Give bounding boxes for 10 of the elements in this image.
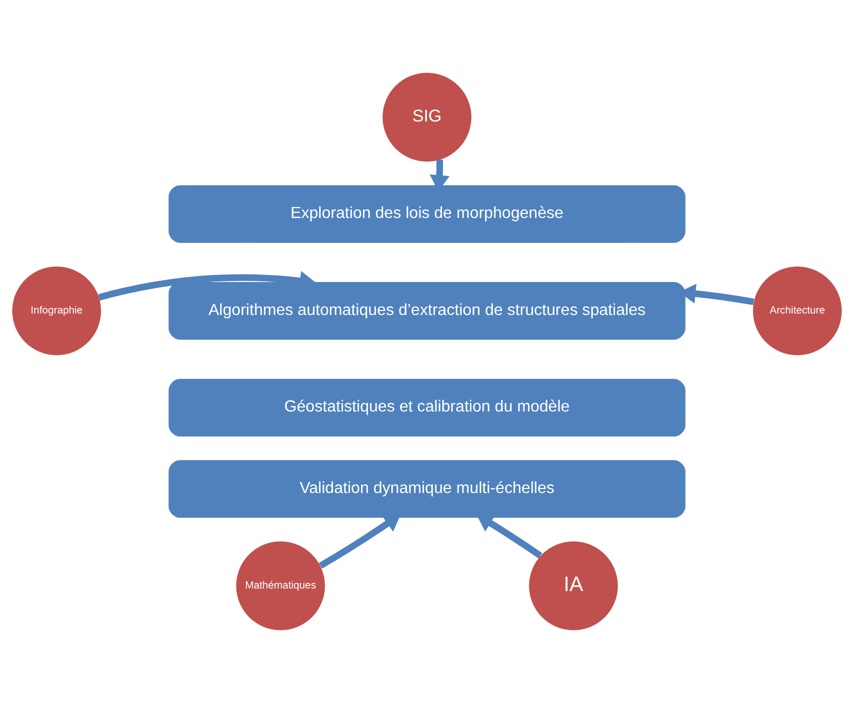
node-box: Exploration des lois de morphogenèse [168, 184, 686, 242]
node-box: Algorithmes automatiques d’extraction de structures spatiales [168, 282, 686, 340]
node-box: Validation dynamique multi-échelles [168, 460, 686, 518]
node-box: Géostatistiques et calibration du modèle [168, 378, 686, 436]
node-circle: Architecture [752, 266, 842, 355]
node-circle: Infographie [12, 266, 102, 355]
node-circle: IA [529, 540, 618, 630]
arrow [98, 270, 316, 300]
node-circle: SIG [382, 72, 472, 162]
node-circle: Mathématiques [236, 540, 325, 630]
